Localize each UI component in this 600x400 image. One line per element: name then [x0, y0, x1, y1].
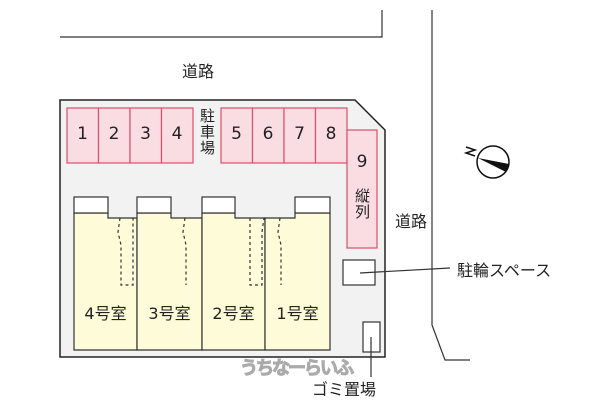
- parking-spaces: [66, 107, 378, 249]
- stair-dotted-lines: [117, 217, 282, 286]
- room-1: 1号室: [276, 304, 319, 323]
- parking-label: 駐車場: [198, 108, 216, 156]
- parallel-parking-note: 縦列: [353, 188, 371, 220]
- road-label-top: 道路: [182, 62, 215, 81]
- parking-space-7: 7: [294, 124, 305, 144]
- room-2: 2号室: [212, 304, 255, 323]
- parking-space-5: 5: [231, 124, 242, 144]
- watermark: うちなーらいふ: [240, 358, 355, 380]
- road-edge-right: [431, 10, 470, 361]
- parking-space-2: 2: [108, 124, 120, 144]
- road-edge-top: [60, 10, 383, 38]
- road-label-right: 道路: [395, 212, 428, 231]
- parking-space-6: 6: [262, 124, 274, 144]
- parking-space-4: 4: [171, 124, 183, 144]
- parking-space-1: 1: [77, 124, 88, 144]
- parking-space-9: 9: [356, 152, 368, 172]
- room-3: 3号室: [148, 304, 191, 323]
- bicycle-space-label: 駐輪スペース: [457, 261, 552, 280]
- compass-icon: [463, 145, 510, 179]
- room-4: 4号室: [84, 304, 127, 323]
- apartment-units: [73, 196, 331, 351]
- parking-space-8: 8: [325, 124, 337, 144]
- trash-area-label: ゴミ置場: [312, 380, 377, 399]
- parking-space-3: 3: [140, 124, 151, 144]
